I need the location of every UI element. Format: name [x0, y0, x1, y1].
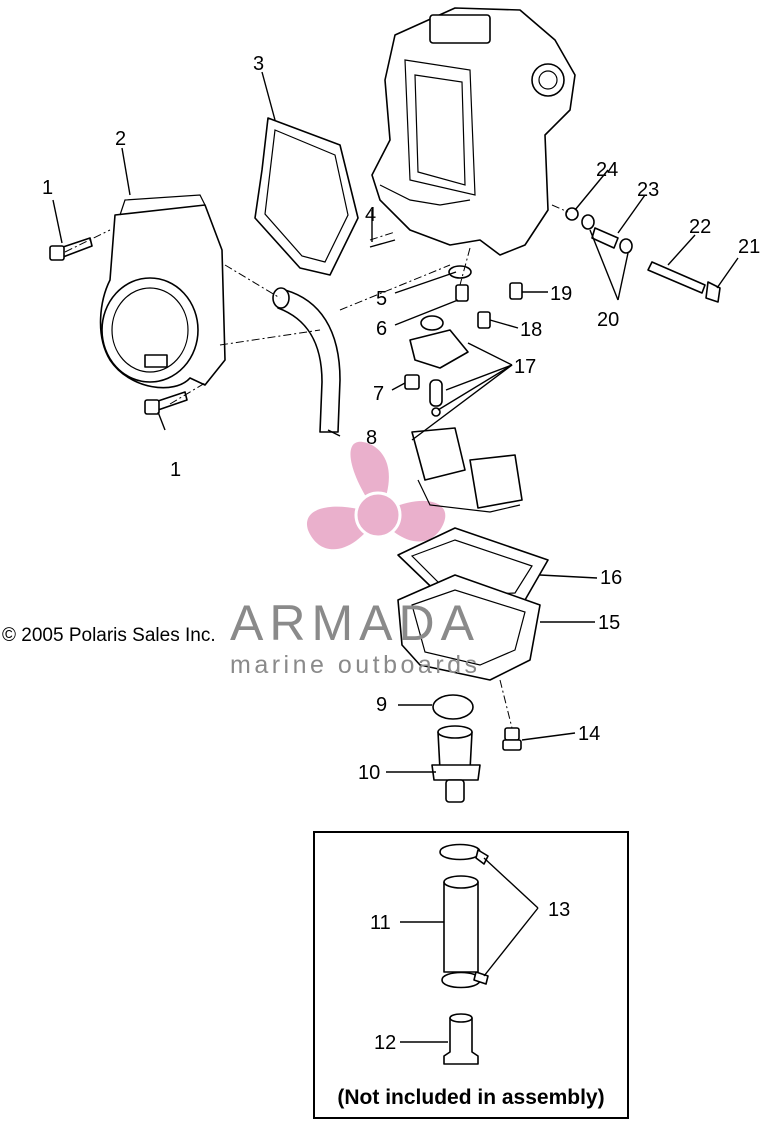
callout-10: 10 — [358, 762, 380, 784]
callout-2: 2 — [115, 128, 126, 150]
drain-fitting — [431, 725, 481, 803]
carburetor-body — [371, 7, 576, 256]
o-ring — [432, 694, 474, 720]
callout-13: 13 — [548, 899, 570, 921]
watermark-brand: ARMADA — [230, 595, 480, 651]
callout-23: 23 — [637, 179, 659, 201]
callout-9: 9 — [376, 694, 387, 716]
idle-screw-assembly — [565, 207, 721, 303]
callout-22: 22 — [689, 216, 711, 238]
top-cover-gasket — [254, 117, 359, 276]
callout-7: 7 — [373, 383, 384, 405]
callout-15: 15 — [598, 612, 620, 634]
alignment-lines — [64, 204, 569, 729]
callout-12: 12 — [374, 1032, 396, 1054]
callout-1-upper: 1 — [42, 177, 53, 199]
callout-4: 4 — [365, 204, 376, 226]
watermark-tagline: marine outboards — [230, 651, 481, 679]
callout-18: 18 — [520, 319, 542, 341]
callout-11: 11 — [370, 912, 391, 934]
callout-17: 17 — [514, 356, 536, 378]
callout-1-lower: 1 — [170, 459, 181, 481]
drain-screw — [502, 727, 522, 751]
callout-16: 16 — [600, 567, 622, 589]
callout-labels: 1 2 3 4 5 6 7 8 1 19 18 17 16 15 9 14 10… — [42, 53, 760, 784]
drain-fitting-inset — [443, 1017, 479, 1065]
callout-24: 24 — [596, 159, 618, 181]
callout-5: 5 — [376, 288, 387, 310]
callout-14: 14 — [578, 723, 600, 745]
callout-20: 20 — [597, 309, 619, 331]
copyright-text: © 2005 Polaris Sales Inc. — [2, 625, 216, 646]
drain-hose — [443, 881, 479, 973]
callout-21: 21 — [738, 236, 760, 258]
callout-3: 3 — [253, 53, 264, 75]
screw-lower — [144, 391, 188, 415]
inset-note: (Not included in assembly) — [337, 1086, 604, 1109]
callout-8: 8 — [366, 427, 377, 449]
pilot-jet-parts — [404, 265, 523, 417]
float-bowl — [397, 574, 541, 681]
hose-clamp-top — [439, 843, 481, 861]
inset-box: 11 13 12 (Not included in assembly) — [313, 831, 629, 1119]
vent-hose — [272, 287, 341, 433]
callout-6: 6 — [376, 318, 387, 340]
leader-lines — [52, 71, 739, 773]
throttle-body — [99, 194, 226, 389]
float-assembly — [411, 427, 523, 513]
armada-propeller-logo — [306, 441, 446, 550]
callout-19: 19 — [550, 283, 572, 305]
